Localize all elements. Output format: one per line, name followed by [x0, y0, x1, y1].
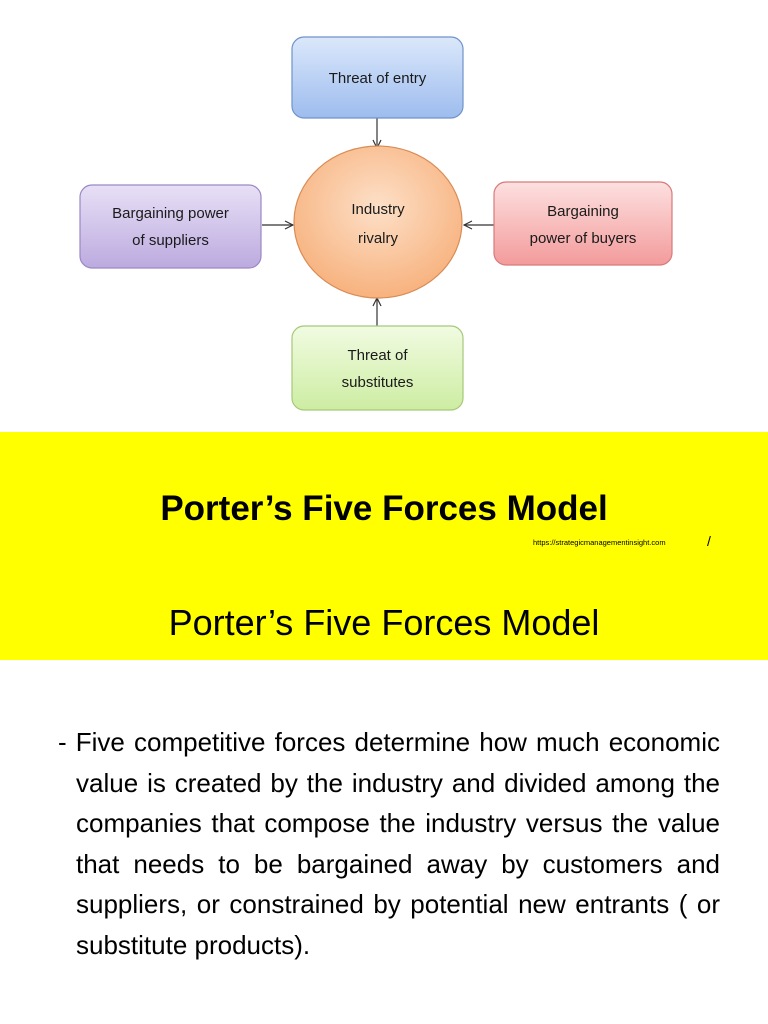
banner-subtitle: Porter’s Five Forces Model: [168, 602, 600, 643]
node-substitutes-label-line1: Threat of: [347, 347, 408, 364]
node-threat-of-substitutes: Threat of substitutes: [291, 325, 464, 411]
node-suppliers-label-line1: Bargaining power: [112, 205, 229, 222]
node-threat-of-entry-label: Threat of entry: [329, 70, 427, 87]
node-buyers-label-line2: power of buyers: [530, 230, 637, 247]
node-rivalry-label-line1: Industry: [351, 201, 405, 218]
five-forces-diagram: Threat of entry Bargaining power of supp…: [79, 36, 673, 411]
node-threat-of-entry: Threat of entry: [291, 36, 464, 119]
source-link[interactable]: https://strategicmanagementinsight.com: [533, 538, 666, 547]
source-link-slash: /: [707, 533, 711, 549]
node-bargaining-power-suppliers: Bargaining power of suppliers: [79, 184, 262, 269]
title-banner: Porter’s Five Forces Model https://strat…: [0, 432, 768, 660]
banner-title: Porter’s Five Forces Model: [160, 489, 608, 528]
node-buyers-label-line1: Bargaining: [547, 203, 619, 220]
node-industry-rivalry: Industry rivalry: [293, 145, 463, 299]
node-bargaining-power-buyers: Bargaining power of buyers: [493, 181, 673, 266]
node-rivalry-label-line2: rivalry: [358, 230, 398, 247]
node-substitutes-label-line2: substitutes: [342, 374, 414, 391]
node-suppliers-label-line2: of suppliers: [132, 232, 209, 249]
description-paragraph: - Five competitive forces determine how …: [58, 727, 720, 960]
